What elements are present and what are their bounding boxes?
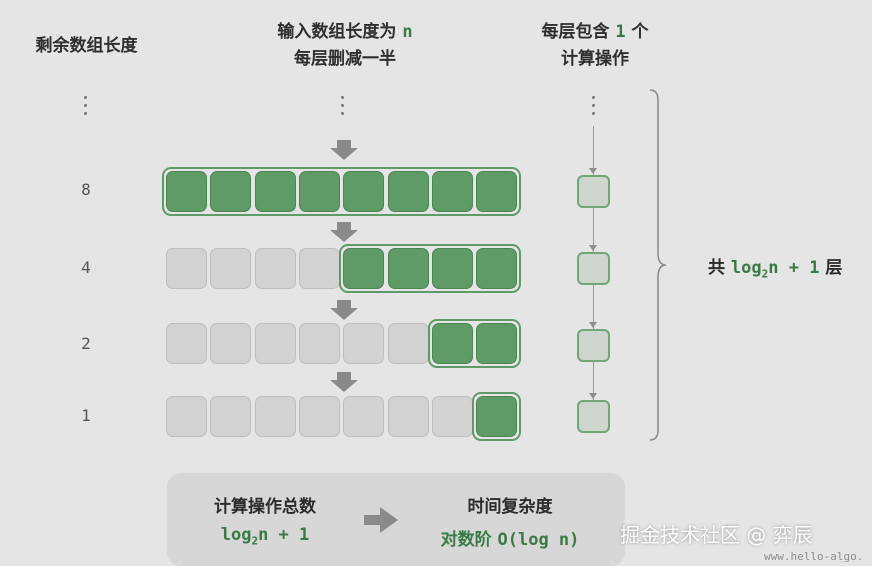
watermark-url: www.hello-algo. [764, 550, 864, 563]
operation-box [577, 400, 610, 433]
array-cell-active [431, 323, 473, 364]
total-ops-log: log [220, 525, 252, 545]
array-cell-removed [387, 396, 429, 437]
level-count-2: 2 [81, 334, 91, 353]
array-cell-removed [298, 248, 340, 289]
array-cell-removed [166, 248, 207, 289]
total-ops-title: 计算操作总数 [214, 497, 316, 517]
operation-box [577, 252, 610, 285]
level-count-3: 1 [81, 406, 91, 425]
input-length-header: 输入数组长度为 n 每层删减一半 [230, 19, 460, 73]
array-cell-removed [254, 396, 296, 437]
array-cell-removed [387, 323, 429, 364]
layer-count-rest: n + 1 [768, 258, 820, 278]
operation-box [577, 175, 610, 208]
total-ops-sub: 2 [251, 534, 259, 548]
array-cell-removed [298, 396, 340, 437]
layer-count-sub: 2 [761, 267, 769, 281]
ellipsis-middle [341, 96, 345, 120]
time-complexity-title: 时间复杂度 [467, 497, 553, 517]
array-cell-active [298, 171, 340, 212]
array-cell-active [431, 171, 473, 212]
array-cell-active [343, 248, 385, 289]
total-ops-rest: n + 1 [258, 525, 310, 545]
small-arrow-icon [589, 168, 597, 174]
array-cell-removed [254, 248, 296, 289]
ellipsis-left [84, 96, 88, 120]
active-range-frame [162, 167, 522, 216]
array-cell-active [166, 171, 207, 212]
right-arrow-icon [364, 507, 398, 533]
array-cell-removed [210, 248, 252, 289]
layer-count-suffix: 层 [819, 258, 843, 278]
layer-count-log: log [730, 258, 762, 278]
small-arrow-icon [589, 245, 597, 251]
active-range-frame [472, 392, 522, 441]
per-layer-header: 每层包含 1 个 计算操作 [505, 19, 685, 73]
per-layer-suffix: 个 [625, 22, 649, 42]
array-cell-removed [166, 323, 207, 364]
array-cell-active [387, 248, 429, 289]
input-length-text: 输入数组长度为 [277, 22, 403, 42]
array-cell-removed [166, 396, 207, 437]
array-cell-active [431, 248, 473, 289]
operation-box [577, 329, 610, 362]
array-cell-active [210, 171, 252, 212]
active-range-frame [339, 244, 522, 293]
array-cell-removed [298, 323, 340, 364]
level-count-1: 4 [81, 258, 91, 277]
array-cell-removed [431, 396, 473, 437]
time-complexity-prefix: 对数阶 [440, 530, 498, 550]
array-cell-active [476, 171, 518, 212]
array-cell-removed [210, 396, 252, 437]
total-ops-value: log2n + 1 [190, 525, 340, 547]
array-cell-removed [343, 323, 385, 364]
ellipsis-right [592, 96, 596, 120]
curly-brace [649, 89, 667, 441]
layer-count-label: 共 log2n + 1 层 [708, 253, 842, 280]
time-complexity-value: 对数阶 O(log n) [410, 525, 610, 550]
per-layer-text: 每层包含 [541, 22, 616, 42]
array-cell-removed [343, 396, 385, 437]
remaining-length-header: 剩余数组长度 [35, 36, 138, 56]
array-cell-removed [210, 323, 252, 364]
array-cell-active [476, 323, 518, 364]
compute-op-text: 计算操作 [561, 49, 629, 69]
array-cell-active [387, 171, 429, 212]
level-count-0: 8 [81, 180, 91, 199]
active-range-frame [427, 319, 522, 368]
time-complexity-expr: O(log n) [497, 530, 580, 550]
halving-text: 每层删减一半 [294, 49, 396, 69]
layer-count-prefix: 共 [708, 258, 731, 278]
per-layer-num: 1 [615, 22, 626, 42]
small-arrow-icon [589, 322, 597, 328]
array-cell-active [476, 396, 518, 437]
small-arrow-icon [589, 393, 597, 399]
array-cell-active [254, 171, 296, 212]
array-cell-active [476, 248, 518, 289]
array-cell-active [343, 171, 385, 212]
array-cell-removed [254, 323, 296, 364]
watermark: 掘金技术社区 @ 弈辰 [620, 523, 813, 547]
input-length-var: n [402, 22, 413, 42]
